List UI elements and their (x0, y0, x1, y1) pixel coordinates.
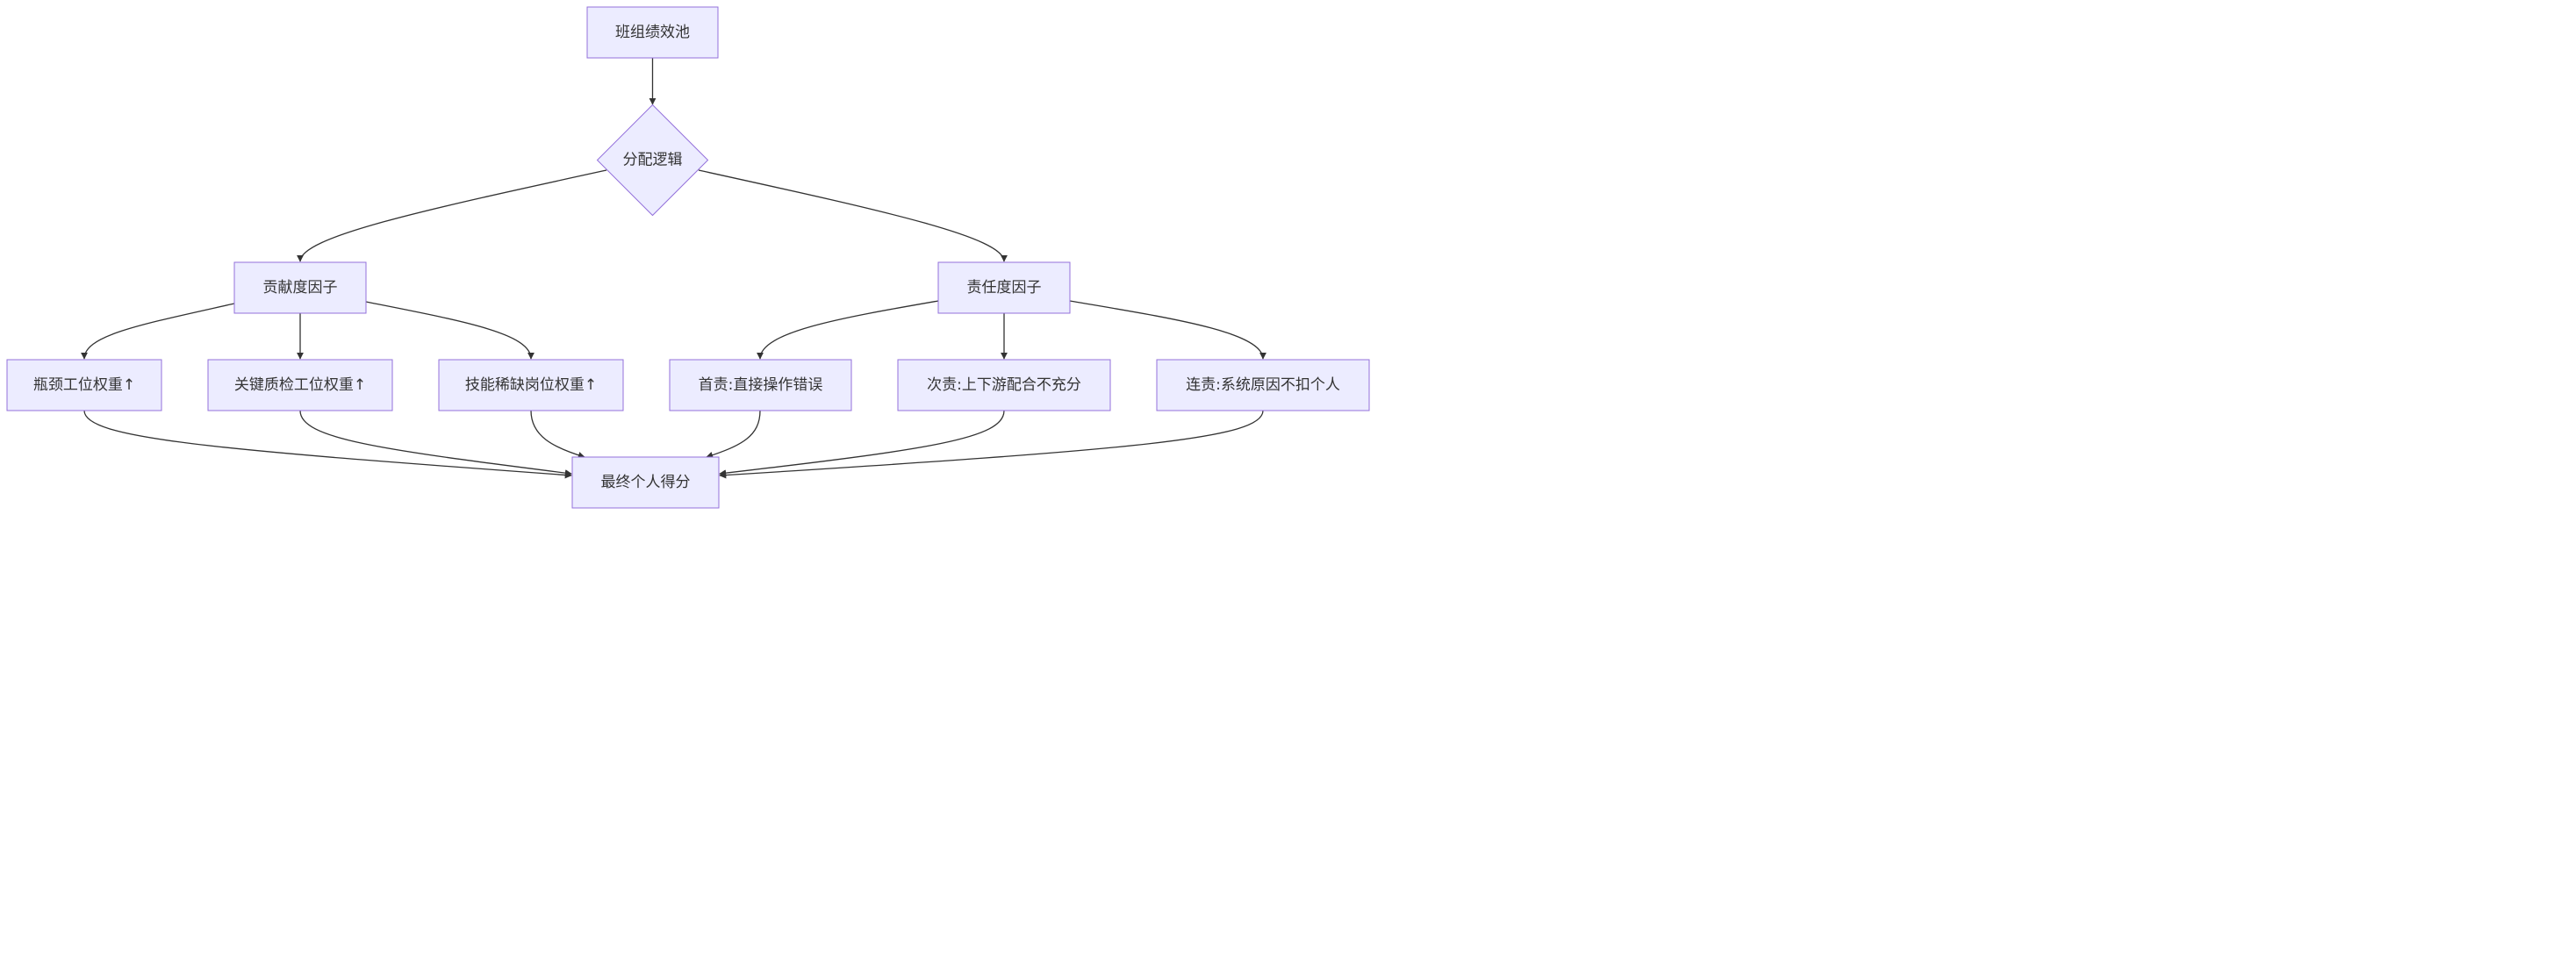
node-bottleneck: 瓶颈工位权重↑ (6, 359, 162, 411)
decision-diamond (596, 104, 709, 217)
edge-arrow (81, 303, 235, 360)
edge-arrow (365, 301, 535, 360)
node-box (438, 359, 624, 411)
edge-arrow (1069, 300, 1266, 360)
node-label: 次责:上下游配合不充分 (927, 376, 1081, 394)
node-logic: 分配逻辑 (596, 104, 709, 217)
node-primary: 首责:直接操作错误 (669, 359, 852, 411)
edge-arrow (83, 410, 572, 479)
node-label: 技能稀缺岗位权重↑ (465, 376, 597, 394)
node-label: 关键质检工位权重↑ (234, 376, 366, 394)
edge-resp-to-primary (757, 300, 939, 360)
edge-bottleneck-to-final (83, 410, 572, 479)
node-label: 贡献度因子 (263, 279, 338, 297)
edge-skill-to-final (530, 410, 585, 459)
node-skill: 技能稀缺岗位权重↑ (438, 359, 624, 411)
node-box (937, 261, 1071, 314)
edge-joint-to-final (719, 410, 1264, 479)
edge-arrow (297, 169, 607, 262)
edge-arrow (530, 410, 585, 459)
node-final: 最终个人得分 (571, 456, 720, 509)
edge-arrow (299, 410, 572, 477)
node-label: 连责:系统原因不扣个人 (1186, 376, 1340, 394)
edge-qc-to-final (299, 410, 572, 477)
node-secondary: 次责:上下游配合不充分 (897, 359, 1111, 411)
node-box (897, 359, 1111, 411)
edge-logic-to-contrib (297, 169, 607, 262)
node-box (6, 359, 162, 411)
node-label: 班组绩效池 (615, 24, 690, 41)
node-label: 首责:直接操作错误 (699, 376, 823, 394)
node-label: 最终个人得分 (601, 474, 691, 491)
edge-arrow (698, 169, 1008, 262)
edge-logic-to-resp (698, 169, 1008, 262)
edge-arrow (719, 410, 1005, 477)
node-box (586, 6, 719, 59)
edge-arrow (706, 410, 761, 459)
edge-contrib-to-skill (365, 301, 535, 360)
node-contrib: 贡献度因子 (233, 261, 367, 314)
node-box (207, 359, 393, 411)
edge-secondary-to-final (719, 410, 1005, 477)
node-box (1156, 359, 1370, 411)
edge-resp-to-joint (1069, 300, 1266, 360)
edge-contrib-to-bottleneck (81, 303, 235, 360)
node-qc: 关键质检工位权重↑ (207, 359, 393, 411)
node-box (571, 456, 720, 509)
node-label: 责任度因子 (967, 279, 1042, 297)
node-label: 分配逻辑 (623, 152, 683, 169)
edge-primary-to-final (706, 410, 761, 459)
node-label: 瓶颈工位权重↑ (33, 376, 135, 394)
node-pool: 班组绩效池 (586, 6, 719, 59)
edge-arrow (757, 300, 939, 360)
node-joint: 连责:系统原因不扣个人 (1156, 359, 1370, 411)
edges (81, 58, 1266, 479)
node-box (233, 261, 367, 314)
node-box (669, 359, 852, 411)
edge-arrow (719, 410, 1264, 479)
node-resp: 责任度因子 (937, 261, 1071, 314)
